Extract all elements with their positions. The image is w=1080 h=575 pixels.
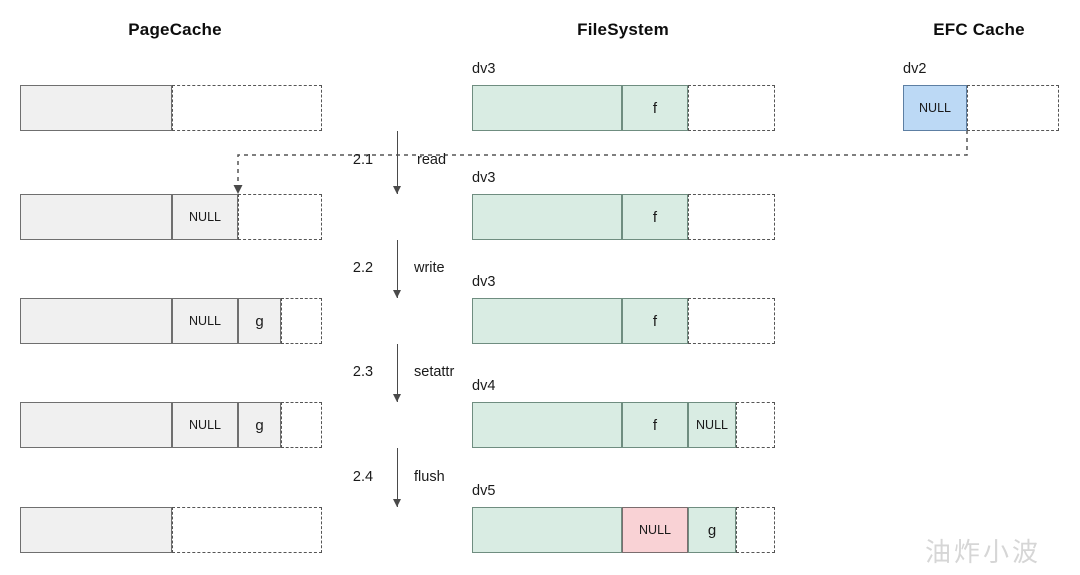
step-arrow-head-1 xyxy=(393,186,401,194)
step-op-read: read xyxy=(417,152,447,168)
step-arrow-line-4 xyxy=(397,448,398,507)
pagecache-row-5-ghost xyxy=(172,507,322,553)
filesystem-row-5-version: dv5 xyxy=(472,483,496,499)
column-header-efc-cache: EFC Cache xyxy=(933,20,1025,39)
step-arrow-head-2 xyxy=(393,290,401,298)
step-op-setattr: setattr xyxy=(414,364,455,380)
efc-version-label: dv2 xyxy=(903,61,927,77)
filesystem-row-5-ghost xyxy=(736,507,775,553)
step-arrow-line-2 xyxy=(397,240,398,298)
column-header-pagecache: PageCache xyxy=(128,20,222,39)
efc-ghost xyxy=(967,85,1059,131)
pagecache-row-2-ghost xyxy=(238,194,322,240)
filesystem-row-3-version: dv3 xyxy=(472,274,496,290)
pagecache-row-3-ghost xyxy=(281,298,322,344)
filesystem-row-4-cell-null: NULL xyxy=(688,402,736,448)
step-arrow-head-4 xyxy=(393,499,401,507)
filesystem-row-5-cell-null: NULL xyxy=(622,507,688,553)
filesystem-row-1-ghost xyxy=(688,85,775,131)
filesystem-row-4-ghost xyxy=(736,402,775,448)
filesystem-row-1-base xyxy=(472,85,622,131)
step-number-3: 2.3 xyxy=(352,364,374,380)
step-op-write: write xyxy=(414,260,445,276)
filesystem-row-3-ghost xyxy=(688,298,775,344)
step-arrow-head-3 xyxy=(393,394,401,402)
pagecache-row-4-cell-g: g xyxy=(238,402,281,448)
step-arrow-line-3 xyxy=(397,344,398,402)
pagecache-row-3-cell-null: NULL xyxy=(172,298,238,344)
filesystem-row-2-cell-f: f xyxy=(622,194,688,240)
pagecache-row-4-cell-null: NULL xyxy=(172,402,238,448)
step-number-4: 2.4 xyxy=(352,469,374,485)
filesystem-row-5-base xyxy=(472,507,622,553)
filesystem-row-1-cell-f: f xyxy=(622,85,688,131)
filesystem-row-3-cell-f: f xyxy=(622,298,688,344)
pagecache-row-3-base xyxy=(20,298,172,344)
filesystem-row-2-version: dv3 xyxy=(472,170,496,186)
filesystem-row-1-version: dv3 xyxy=(472,61,496,77)
filesystem-row-3-base xyxy=(472,298,622,344)
filesystem-row-4-cell-f: f xyxy=(622,402,688,448)
efc-cell-null: NULL xyxy=(903,85,967,131)
filesystem-row-2-base xyxy=(472,194,622,240)
filesystem-row-4-version: dv4 xyxy=(472,378,496,394)
pagecache-row-3-cell-g: g xyxy=(238,298,281,344)
pagecache-row-2-cell-null: NULL xyxy=(172,194,238,240)
pagecache-row-5-base xyxy=(20,507,172,553)
step-number-2: 2.2 xyxy=(352,260,374,276)
step-number-1: 2.1 xyxy=(352,152,374,168)
watermark: 油炸小波 xyxy=(925,538,1042,568)
pagecache-row-2-base xyxy=(20,194,172,240)
filesystem-row-4-base xyxy=(472,402,622,448)
filesystem-row-5-cell-g: g xyxy=(688,507,736,553)
pagecache-row-1-base xyxy=(20,85,172,131)
pagecache-row-4-ghost xyxy=(281,402,322,448)
step-arrow-line-1 xyxy=(397,131,398,194)
step-op-flush: flush xyxy=(414,469,445,485)
filesystem-row-2-ghost xyxy=(688,194,775,240)
column-header-filesystem: FileSystem xyxy=(577,20,669,39)
pagecache-row-1-ghost xyxy=(172,85,322,131)
pagecache-row-4-base xyxy=(20,402,172,448)
